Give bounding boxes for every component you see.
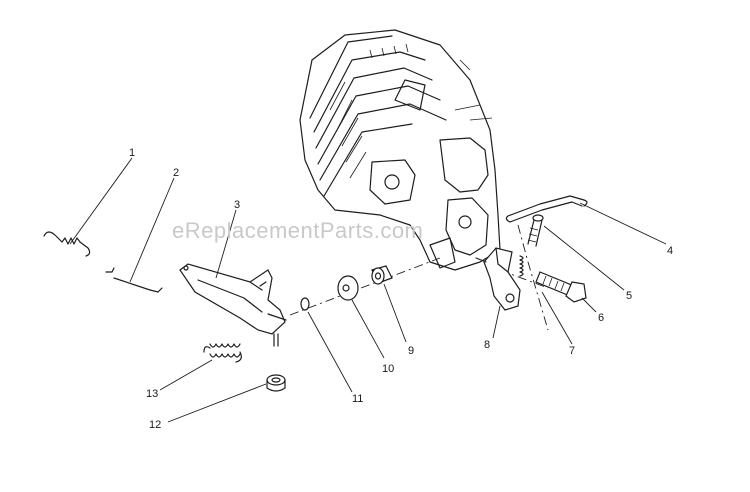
retaining-ring-part	[300, 297, 310, 311]
governor-rod-part	[105, 267, 163, 293]
leader-9	[383, 283, 407, 343]
callout-12: 12	[149, 419, 161, 431]
leader-6	[581, 297, 597, 313]
leader-11	[307, 311, 353, 393]
spring-link-part	[43, 231, 91, 257]
callout-11: 11	[352, 393, 363, 405]
leader-12	[167, 383, 267, 423]
leader-1	[69, 157, 133, 245]
leader-5	[543, 225, 625, 291]
spring-centerline	[517, 224, 549, 331]
callout-7: 7	[569, 345, 575, 357]
nut-part	[266, 374, 286, 392]
callout-10: 10	[382, 363, 394, 375]
callout-4: 4	[667, 245, 673, 257]
watermark-text: eReplacementParts.com	[172, 218, 423, 243]
callout-labels: 1 2 3 4 5 6 7 8 9 10 11 12 13	[129, 147, 673, 431]
bracket-rod-part	[505, 195, 588, 223]
leader-13	[159, 359, 213, 391]
callout-8: 8	[484, 339, 490, 351]
callout-9: 9	[408, 345, 414, 357]
leader-4	[579, 202, 667, 245]
governor-lever-part	[179, 263, 287, 347]
control-bracket-part	[475, 247, 521, 311]
bushing-part	[371, 265, 393, 285]
callout-6: 6	[598, 312, 604, 324]
leader-10	[351, 299, 385, 359]
callout-13: 13	[146, 388, 158, 400]
leader-8	[492, 305, 501, 339]
leader-lines	[69, 157, 667, 423]
leader-7	[541, 291, 573, 345]
extension-spring-part	[203, 343, 242, 363]
leader-2	[129, 177, 175, 283]
callout-2: 2	[173, 167, 179, 179]
hex-bolt-part	[535, 271, 587, 303]
washer-part	[337, 275, 359, 301]
callout-1: 1	[129, 147, 135, 159]
callout-3: 3	[234, 199, 240, 211]
engine-block	[299, 29, 501, 271]
compression-spring-part	[519, 255, 524, 277]
callout-5: 5	[626, 290, 632, 302]
adjust-screw-part	[527, 214, 544, 247]
assembly-centerline	[289, 257, 441, 316]
leader-3	[215, 209, 237, 279]
